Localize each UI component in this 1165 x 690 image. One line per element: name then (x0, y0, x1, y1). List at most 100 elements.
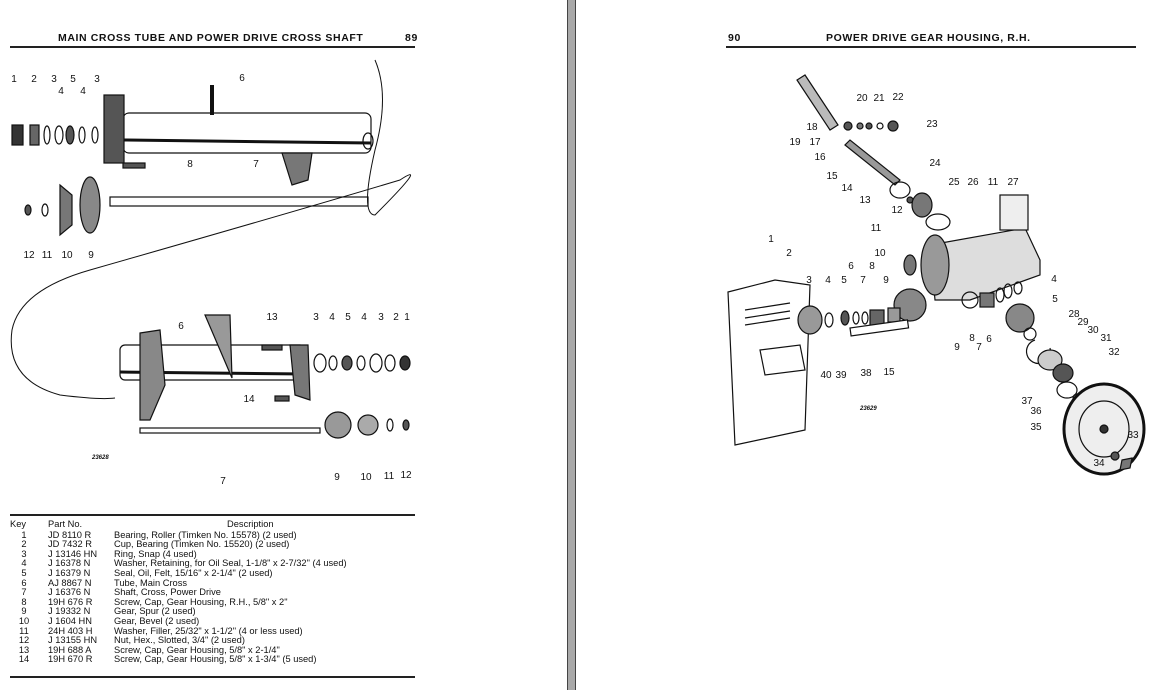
callout: 2 (31, 74, 37, 85)
callout: 6 (239, 73, 245, 84)
callout: 6 (178, 321, 184, 332)
callout: 31 (1100, 333, 1112, 344)
callout: 1 (11, 74, 17, 85)
part-key: 1 (21, 529, 27, 540)
header-rule (10, 46, 415, 48)
callout: 17 (809, 137, 821, 148)
part-description: Washer, Retaining, for Oil Seal, 1-1/8" … (114, 558, 347, 569)
part-description: Screw, Cap, Gear Housing, 5/8" x 1-3/4" … (114, 654, 317, 665)
part-number: 19H 688 A (48, 644, 92, 655)
callout: 26 (967, 177, 979, 188)
callout: 5 (70, 74, 76, 85)
part-number: AJ 8867 N (48, 577, 92, 588)
part-description: Ring, Snap (4 used) (114, 548, 197, 559)
callout: 27 (1007, 177, 1019, 188)
callout: 37 (1021, 396, 1033, 407)
part-key: 3 (21, 548, 27, 559)
part-key: 6 (21, 577, 27, 588)
part-description: Screw, Cap, Gear Housing, 5/8" x 2-1/4" (114, 644, 280, 655)
header-part-no: Part No. (48, 519, 83, 529)
callout: 38 (860, 368, 872, 379)
callout: 4 (825, 275, 831, 286)
callout: 30 (1087, 325, 1099, 336)
callout: 34 (1093, 458, 1105, 469)
callout: 5 (841, 275, 847, 286)
callout: 4 (329, 312, 335, 323)
part-number: J 16379 N (48, 567, 91, 578)
callout: 7 (220, 476, 226, 487)
table-row: 8 19H 676 R Screw, Cap, Gear Housing, R.H.… (10, 596, 347, 608)
right-page: 90 POWER DRIVE GEAR HOUSING, R.H. (576, 0, 1165, 690)
part-key: 14 (18, 654, 30, 665)
callout: 35 (1030, 422, 1042, 433)
callout: 16 (814, 152, 826, 163)
part-key: 8 (21, 596, 27, 607)
callout: 11 (870, 223, 882, 234)
callout: 36 (1030, 406, 1042, 417)
callout: 7 (253, 159, 259, 170)
part-number: J 1604 HN (48, 615, 92, 626)
part-number: J 13155 HN (48, 635, 98, 646)
callout: 10 (360, 472, 372, 483)
callout: 18 (806, 122, 818, 133)
callout: 15 (883, 367, 895, 378)
callout: 12 (23, 250, 35, 261)
callout: 14 (243, 394, 255, 405)
callout: 22 (892, 92, 904, 103)
callout: 9 (334, 472, 340, 483)
table-bottom-rule (10, 676, 415, 678)
callout: 14 (841, 183, 853, 194)
part-description: Washer, Filler, 25/32" x 1-1/2" (4 or le… (114, 625, 303, 636)
callout: 12 (891, 205, 903, 216)
callout: 9 (88, 250, 94, 261)
left-page: MAIN CROSS TUBE AND POWER DRIVE CROSS SH… (0, 0, 568, 690)
callout: 4 (80, 86, 86, 97)
callout: 32 (1108, 347, 1120, 358)
page-title: MAIN CROSS TUBE AND POWER DRIVE CROSS SH… (58, 32, 364, 44)
callout: 4 (58, 86, 64, 97)
callout: 40 (820, 370, 832, 381)
part-key: 2 (21, 539, 27, 550)
callout: 11 (987, 177, 999, 188)
callout: 23 (926, 119, 938, 130)
callout: 10 (61, 250, 73, 261)
part-number: JD 7432 R (48, 539, 92, 550)
part-description: Screw, Cap, Gear Housing, R.H., 5/8" x 2… (114, 596, 288, 607)
cross-tube-illustration (10, 59, 411, 439)
part-key: 12 (18, 635, 30, 646)
callout: 9 (883, 275, 889, 286)
table-header-row: Key Part No. Description (10, 519, 347, 531)
callout: 4 (1051, 274, 1057, 285)
part-description: Tube, Main Cross (114, 577, 188, 588)
callout: 11 (383, 471, 395, 482)
callout: 20 (856, 93, 868, 104)
callout: 9 (954, 342, 960, 353)
callout: 3 (313, 312, 319, 323)
callout: 8 (869, 261, 875, 272)
part-description: Gear, Spur (2 used) (114, 606, 196, 617)
header-rule (726, 46, 1136, 48)
part-key: 11 (19, 625, 29, 636)
callout: 5 (1052, 294, 1058, 305)
callout: 8 (969, 333, 975, 344)
callout: 24 (929, 158, 941, 169)
part-number: J 16376 N (48, 587, 91, 598)
part-key: 10 (18, 615, 30, 626)
part-key: 13 (18, 644, 30, 655)
part-number: J 16378 N (48, 558, 91, 569)
part-number: 24H 403 H (48, 625, 93, 636)
callout: 12 (400, 470, 412, 481)
part-number: 19H 676 R (48, 596, 93, 607)
callout: 6 (848, 261, 854, 272)
callout: 28 (1068, 309, 1080, 320)
table-row: 6 AJ 8867 N Tube, Main Cross (10, 577, 347, 589)
part-description: Bearing, Roller (Timken No. 15578) (2 us… (114, 529, 297, 540)
callout: 19 (789, 137, 801, 148)
header-description: Description (227, 519, 274, 529)
